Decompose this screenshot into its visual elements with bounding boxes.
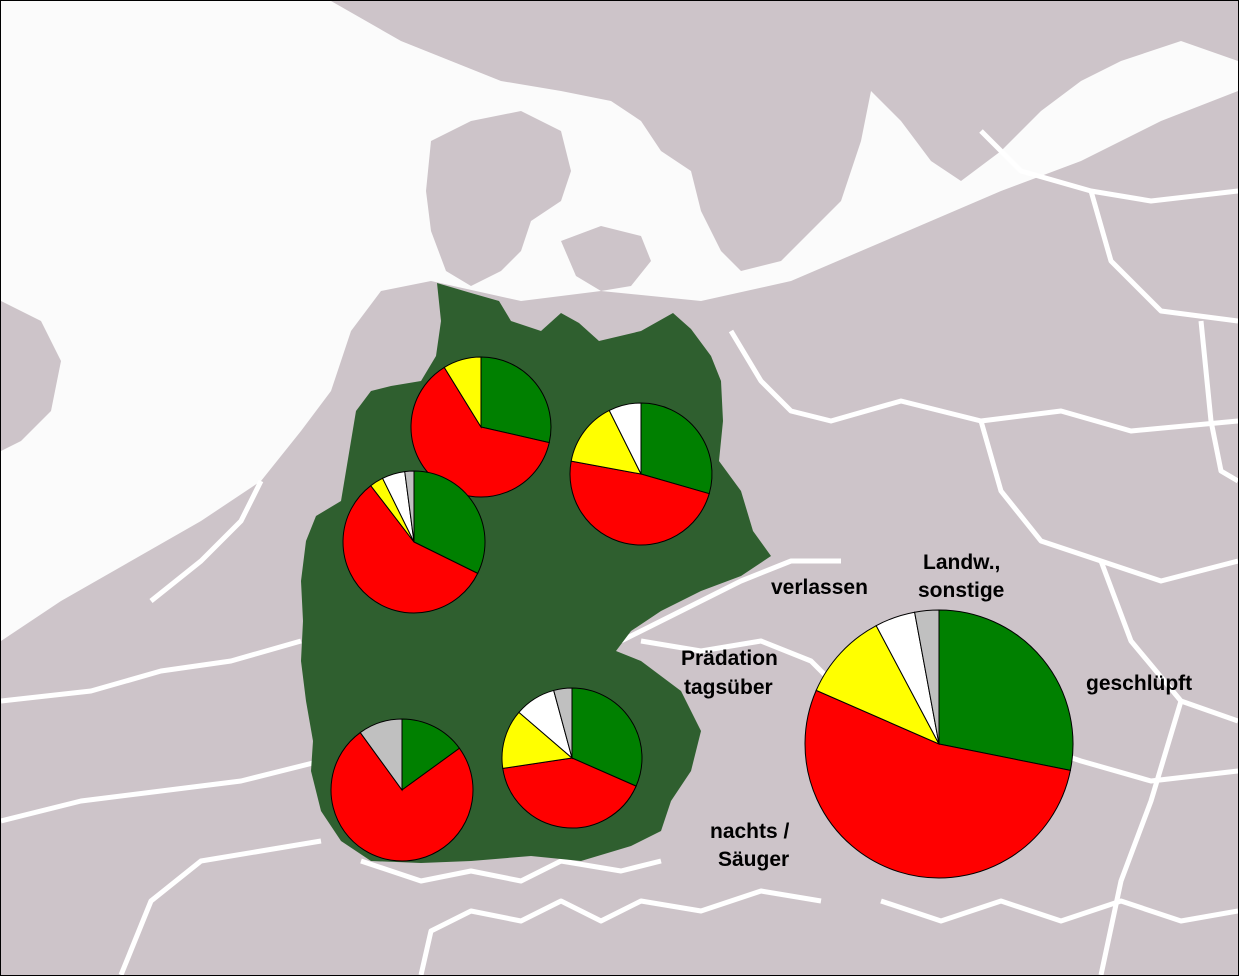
pie-legend-total [804,609,1074,879]
danish-islands-land [561,226,651,291]
pie-slice-north-east-2 [570,409,642,475]
label-nachts-line2: Säuger [718,848,790,871]
border-line [1198,320,1238,484]
border-line [1088,190,1238,324]
label-verlassen: verlassen [771,576,868,599]
border-line [619,558,841,644]
pie-slice-north-east-3 [608,402,642,475]
pie-slice-north-west-2 [443,356,482,429]
pie-slice-south-west-4 [359,718,403,792]
label-praedation-line1: Prädation [681,647,778,670]
label-landw-line2: sonstige [918,579,1005,602]
label-nachts-line1: nachts / [710,820,790,843]
label-praedation-line2: tagsüber [684,676,773,699]
pie-slice-legend-total-4 [914,609,940,745]
denmark-land [426,111,571,286]
label-landw-line1: Landw., [923,551,1001,574]
pie-west [342,470,486,614]
border-line [418,888,822,975]
pie-slice-north-east-1 [569,460,710,546]
border-line [728,329,1238,434]
pie-slice-west-4 [404,470,415,543]
pie-slice-south-0 [571,687,643,787]
pie-slice-south-2 [501,711,574,769]
pie-slice-legend-total-0 [938,609,1074,771]
pie-slice-north-west-0 [480,356,552,444]
border-line [880,898,1238,924]
pie-north-east [569,402,713,546]
pie-slice-south-west-0 [401,718,461,791]
pie-south-west [330,718,474,862]
pie-south [501,687,643,829]
pie-slice-legend-total-2 [815,624,941,746]
pie-slice-west-0 [413,470,486,575]
pie-slice-west-1 [342,484,479,614]
border-line [978,420,1238,584]
label-geschluepft: geschlüpft [1086,672,1193,695]
pie-slice-south-west-1 [330,731,474,862]
scandinavia-land [331,1,1238,271]
border-line [149,479,264,603]
pie-slice-south-1 [502,757,637,829]
border-line [1,638,302,704]
pie-slice-south-4 [553,687,573,759]
border-line [118,838,322,975]
pie-charts [330,356,1074,879]
border-line [1098,560,1238,724]
pie-slice-legend-total-1 [804,689,1071,879]
britain-land [1,301,61,451]
border-line [360,858,662,884]
pie-slice-north-east-0 [640,402,713,495]
border-line [1098,700,1184,975]
